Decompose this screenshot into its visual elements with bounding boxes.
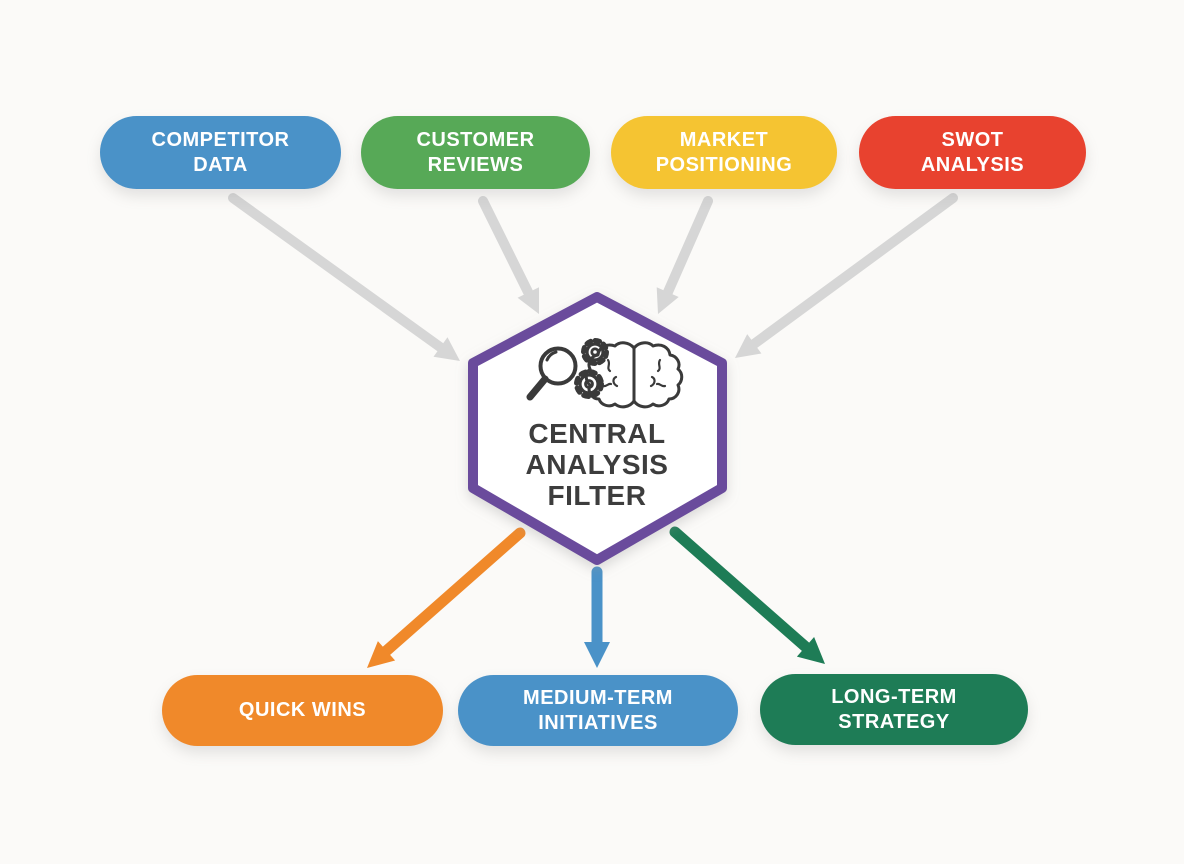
output-arrows xyxy=(367,526,825,668)
input-pill-swot-analysis: SWOT ANALYSIS xyxy=(859,116,1086,189)
arrow-center-to-long-term xyxy=(669,526,825,664)
input-pill-customer-reviews: CUSTOMER REVIEWS xyxy=(361,116,590,189)
arrowhead xyxy=(584,642,610,668)
magnifier-icon xyxy=(526,346,578,401)
arrowhead xyxy=(656,287,679,314)
output-pill-label: QUICK WINS xyxy=(238,699,367,721)
input-pill-label: MARKET POSITIONING xyxy=(655,128,793,176)
arrowhead xyxy=(796,637,825,664)
output-pill-quick-wins: QUICK WINS xyxy=(162,675,443,746)
arrow-center-to-quick-wins xyxy=(367,527,526,668)
arrowhead xyxy=(433,337,460,361)
input-pill-label: SWOT ANALYSIS xyxy=(920,128,1025,176)
arrowhead xyxy=(367,641,396,668)
central-filter-label: CENTRAL ANALYSIS FILTER xyxy=(525,418,669,511)
input-pill-market-positioning: MARKET POSITIONING xyxy=(611,116,837,189)
output-pill-medium-term: MEDIUM-TERM INITIATIVES xyxy=(458,675,738,746)
output-pill-label: LONG-TERM STRATEGY xyxy=(831,685,957,733)
arrow-market-to-center xyxy=(656,196,713,314)
output-pill-long-term: LONG-TERM STRATEGY xyxy=(760,674,1028,745)
arrowhead xyxy=(735,334,762,358)
input-pill-label: CUSTOMER REVIEWS xyxy=(416,128,535,176)
input-pill-label: COMPETITOR DATA xyxy=(151,128,290,176)
arrow-competitor-to-center xyxy=(228,193,460,361)
output-pill-label: MEDIUM-TERM INITIATIVES xyxy=(523,686,673,734)
arrow-customer-to-center xyxy=(478,196,539,314)
arrowhead xyxy=(517,287,539,314)
arrow-center-to-medium-term xyxy=(584,566,610,668)
input-pill-competitor-data: COMPETITOR DATA xyxy=(100,116,341,189)
analysis-icons xyxy=(526,338,684,409)
input-arrows xyxy=(228,193,958,361)
arrow-swot-to-center xyxy=(735,193,958,358)
brain-icon xyxy=(584,341,684,409)
